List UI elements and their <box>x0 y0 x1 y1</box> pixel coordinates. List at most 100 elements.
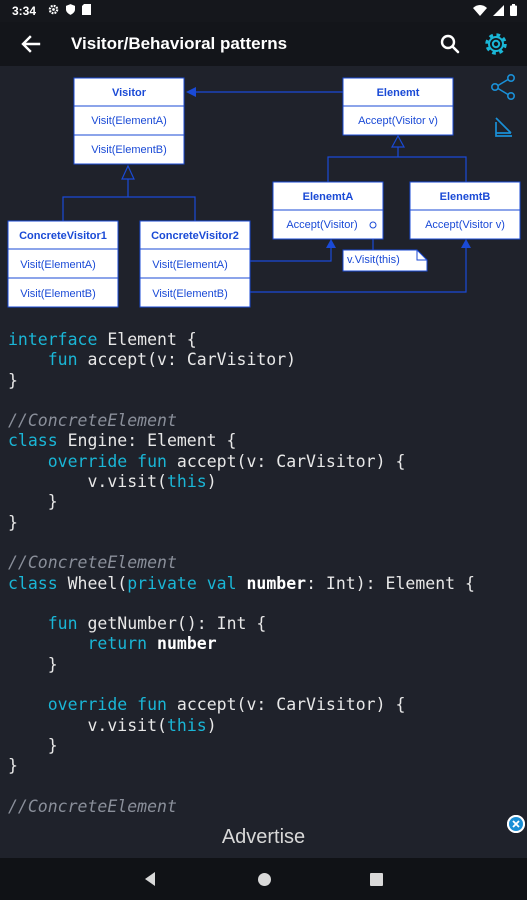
shield-icon <box>66 4 75 15</box>
code-line: } <box>8 513 523 533</box>
code-comment: //ConcreteElement <box>8 553 177 573</box>
arrowhead <box>461 239 471 248</box>
code-line: class Wheel(private val number: Int): El… <box>8 574 523 594</box>
wifi-icon <box>473 4 487 16</box>
ad-close-button[interactable] <box>507 815 525 833</box>
code-keyword: fun <box>137 451 167 471</box>
status-system-icons <box>473 4 517 16</box>
close-icon <box>507 815 525 833</box>
code-token: number <box>157 634 217 654</box>
class-method: Accept(Visitor) <box>286 219 357 231</box>
code-line: fun accept(v: CarVisitor) <box>8 350 523 370</box>
inheritance-branch-element <box>327 156 467 182</box>
uml-diagram: Visitor Visit(ElementA) Visit(ElementB) … <box>7 77 521 308</box>
code-line: v.visit(this) <box>8 716 523 736</box>
code-token: number <box>246 573 307 593</box>
code-token <box>8 614 48 633</box>
code-token: getNumber(): Int { <box>77 614 267 634</box>
code-token: accept(v: CarVisitor) { <box>166 451 406 471</box>
code-keyword: val <box>206 573 237 593</box>
status-notification-icons <box>48 4 91 15</box>
battery-icon <box>510 4 517 16</box>
code-line: class Engine: Element { <box>8 431 523 451</box>
inheritance-triangle <box>390 134 406 148</box>
class-method: Accept(Visitor v) <box>425 219 505 231</box>
code-keyword: this <box>166 472 207 492</box>
code-keyword: fun <box>47 614 78 634</box>
class-title: ElenemtB <box>440 191 491 203</box>
code-token <box>237 574 247 593</box>
class-box-element-a: ElenemtA Accept(Visitor) <box>272 181 384 240</box>
code-line: } <box>8 655 523 675</box>
code-token: Element { <box>97 330 197 349</box>
code-keyword: interface <box>8 330 98 349</box>
code-line <box>8 533 523 553</box>
code-line: } <box>8 756 523 776</box>
code-token: v.visit( <box>8 472 167 492</box>
arrowhead <box>186 87 196 97</box>
class-title: Elenemt <box>377 87 420 99</box>
code-token: Engine: Element { <box>57 431 237 451</box>
code-token: Wheel( <box>57 573 128 593</box>
class-method: Visit(ElementB) <box>91 144 167 156</box>
nav-home-icon[interactable] <box>258 873 271 886</box>
nav-recents-icon[interactable] <box>370 873 383 886</box>
class-title: Visitor <box>112 87 147 99</box>
code-comment: //ConcreteElement <box>8 796 177 816</box>
code-token <box>8 452 48 471</box>
code-line <box>8 391 523 411</box>
note-box: v.Visit(this) <box>342 249 428 272</box>
code-line: return number <box>8 634 523 654</box>
inheritance-triangle <box>121 164 135 180</box>
class-method: Visit(ElementA) <box>91 115 167 127</box>
code-keyword: class <box>8 431 58 451</box>
code-line <box>8 777 523 797</box>
code-token: ) <box>206 715 217 735</box>
code-line: //ConcreteElement <box>8 411 523 431</box>
class-method: Visit(ElementA) <box>20 259 96 271</box>
search-icon[interactable] <box>437 31 463 57</box>
code-line: v.visit(this) <box>8 472 523 492</box>
code-line: //ConcreteElement <box>8 797 523 817</box>
code-line: } <box>8 492 523 512</box>
note-anchor <box>369 221 377 229</box>
class-box-visitor: Visitor Visit(ElementA) Visit(ElementB) <box>73 77 185 165</box>
class-method: Accept(Visitor v) <box>358 115 438 127</box>
nav-back-icon[interactable] <box>143 871 157 887</box>
gear-icon[interactable] <box>482 30 510 58</box>
code-token: } <box>8 512 18 532</box>
code-keyword: override <box>47 695 128 715</box>
class-box-concrete-visitor-2: ConcreteVisitor2 Visit(ElementA) Visit(E… <box>139 220 251 308</box>
app-bar: Visitor/Behavioral patterns <box>0 22 527 66</box>
code-line: override fun accept(v: CarVisitor) { <box>8 452 523 472</box>
code-token: } <box>8 735 58 755</box>
gear-icon <box>48 4 59 15</box>
code-line: } <box>8 371 523 391</box>
code-comment: //ConcreteElement <box>8 411 177 431</box>
arrow-back-icon[interactable] <box>16 30 46 58</box>
code-keyword: fun <box>47 350 78 370</box>
ad-label: Advertise <box>221 826 306 848</box>
code-token: : Int): Element { <box>306 573 475 593</box>
page-title: Visitor/Behavioral patterns <box>71 34 288 53</box>
class-box-element: Elenemt Accept(Visitor v) <box>342 77 454 136</box>
collapse-icon[interactable] <box>491 114 517 140</box>
class-method: Visit(ElementA) <box>152 259 228 271</box>
code-line: } <box>8 736 523 756</box>
signal-icon <box>493 4 504 16</box>
ad-banner[interactable]: Advertise <box>0 818 527 858</box>
code-block: interface Element { fun accept(v: CarVis… <box>8 330 523 817</box>
inheritance-branch-visitor <box>62 196 196 221</box>
code-keyword: class <box>8 573 58 593</box>
code-keyword: this <box>166 715 207 735</box>
code-token <box>127 452 137 471</box>
association-cv2-elementa <box>250 246 332 262</box>
code-token <box>8 350 48 369</box>
class-title: ElenemtA <box>303 191 354 203</box>
share-icon[interactable] <box>489 73 517 101</box>
sd-card-icon <box>82 4 91 15</box>
code-token <box>127 695 137 714</box>
code-line: fun getNumber(): Int { <box>8 614 523 634</box>
code-token: ) <box>206 472 217 492</box>
